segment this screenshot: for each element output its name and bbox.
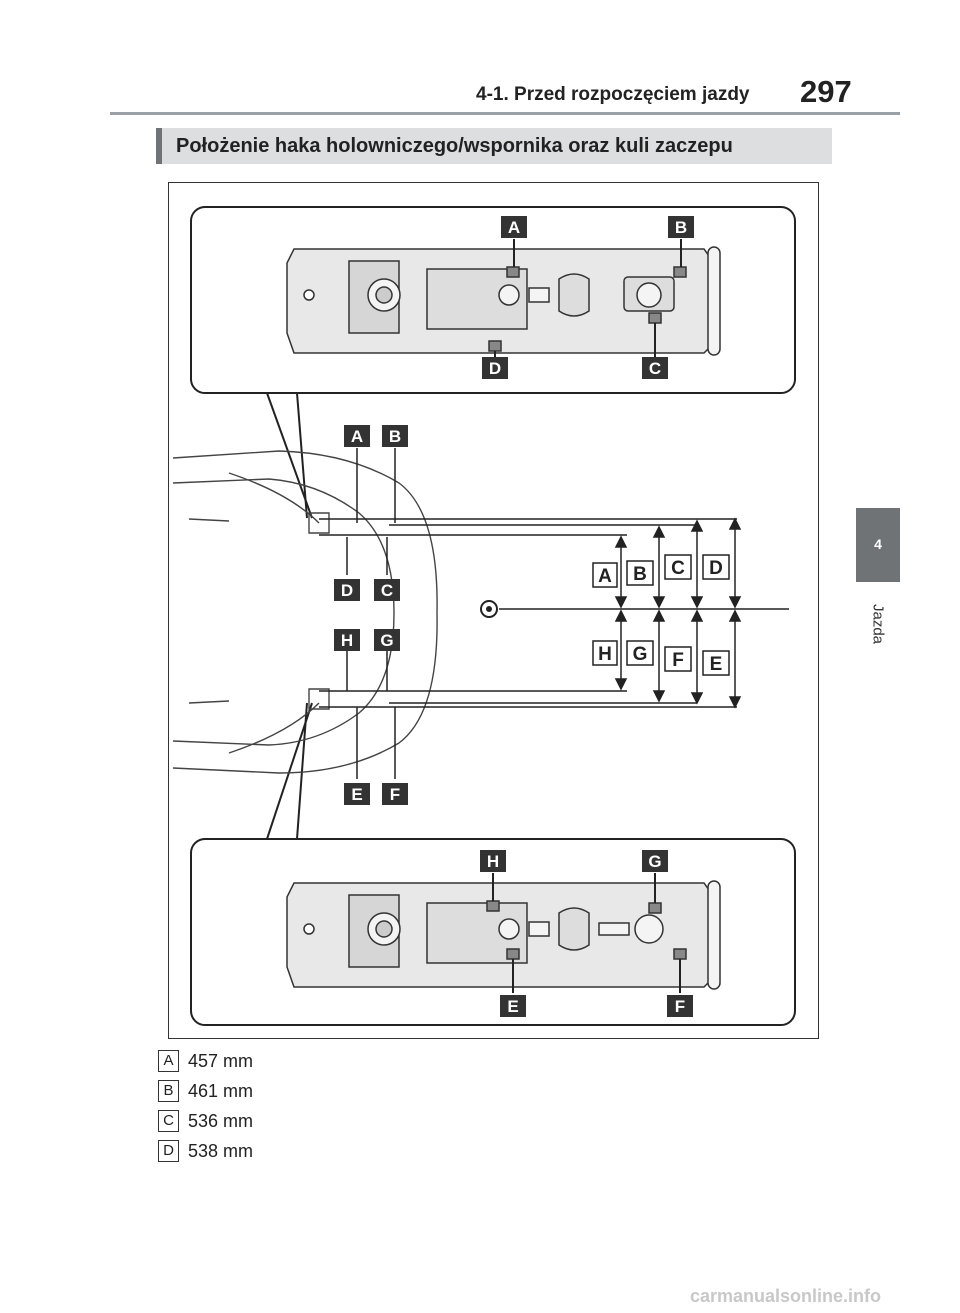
- car-label-h: H: [334, 629, 360, 651]
- svg-text:F: F: [390, 785, 400, 804]
- bottom-detail-label-f: F: [667, 995, 693, 1017]
- top-detail-label-a: A: [501, 216, 527, 238]
- dimension-label-e: E: [702, 650, 730, 676]
- svg-text:G: G: [380, 631, 393, 650]
- hitch-member-top: [286, 246, 721, 356]
- svg-text:F: F: [675, 997, 685, 1016]
- chapter-number: 4: [874, 536, 882, 552]
- chapter-label: Jazda: [869, 603, 887, 645]
- bottom-detail-label-h: H: [480, 850, 506, 872]
- svg-text:C: C: [671, 558, 685, 579]
- hitch-diagram: A B D C A B C D H G F E: [168, 182, 819, 1039]
- section-heading: Położenie haka holowniczego/wspornika or…: [156, 128, 832, 164]
- svg-text:C: C: [381, 581, 393, 600]
- top-detail-box: [190, 206, 796, 394]
- svg-text:G: G: [648, 852, 661, 871]
- dimension-label-d: D: [702, 554, 730, 580]
- watermark: carmanualsonline.info: [690, 1286, 882, 1306]
- car-label-e: E: [344, 783, 370, 805]
- top-detail-label-c: C: [642, 357, 668, 379]
- svg-text:A: A: [508, 218, 520, 237]
- car-label-d: D: [334, 579, 360, 601]
- svg-text:H: H: [598, 644, 612, 665]
- svg-text:B: B: [675, 218, 687, 237]
- svg-text:E: E: [351, 785, 362, 804]
- spec-value: 457 mm: [188, 1051, 254, 1071]
- svg-text:B: B: [389, 427, 401, 446]
- car-label-b: B: [382, 425, 408, 447]
- dimension-label-g: G: [626, 640, 654, 666]
- svg-text:G: G: [633, 644, 648, 665]
- svg-text:B: B: [633, 564, 647, 585]
- bottom-detail-label-e: E: [500, 995, 526, 1017]
- page-number: 297: [800, 74, 852, 109]
- bottom-detail-label-g: G: [642, 850, 668, 872]
- car-label-g: G: [374, 629, 400, 651]
- section-title: Położenie haka holowniczego/wspornika or…: [176, 135, 733, 157]
- dimension-label-a: A: [592, 562, 618, 588]
- dimension-label-c: C: [664, 554, 692, 580]
- bottom-detail-box: [190, 838, 796, 1026]
- svg-text:E: E: [710, 654, 723, 675]
- spec-value: 538 mm: [188, 1141, 254, 1161]
- dimension-label-h: H: [592, 640, 618, 666]
- car-label-a: A: [344, 425, 370, 447]
- svg-text:F: F: [672, 650, 684, 671]
- vehicle-outline: [172, 450, 438, 774]
- spec-value: 536 mm: [188, 1111, 254, 1131]
- spec-key: D: [158, 1140, 179, 1162]
- header-rule: [110, 112, 900, 115]
- spec-key: B: [158, 1080, 179, 1102]
- svg-text:D: D: [489, 359, 501, 378]
- svg-text:A: A: [598, 566, 612, 587]
- dimension-label-f: F: [664, 646, 692, 672]
- top-detail-label-b: B: [668, 216, 694, 238]
- chapter-side-label: Jazda: [860, 594, 896, 654]
- svg-text:D: D: [709, 558, 723, 579]
- top-detail-label-d: D: [482, 357, 508, 379]
- spec-value: 461 mm: [188, 1081, 254, 1101]
- car-label-c: C: [374, 579, 400, 601]
- spec-key: A: [158, 1050, 179, 1072]
- svg-text:H: H: [487, 852, 499, 871]
- svg-text:C: C: [649, 359, 661, 378]
- car-label-f: F: [382, 783, 408, 805]
- dimension-label-b: B: [626, 560, 654, 586]
- svg-text:A: A: [351, 427, 363, 446]
- spec-key: C: [158, 1110, 179, 1132]
- chapter-header: 4-1. Przed rozpoczęciem jazdy: [476, 84, 750, 105]
- svg-text:D: D: [341, 581, 353, 600]
- chapter-side-tab: 4: [856, 508, 900, 582]
- svg-text:E: E: [507, 997, 518, 1016]
- svg-text:H: H: [341, 631, 353, 650]
